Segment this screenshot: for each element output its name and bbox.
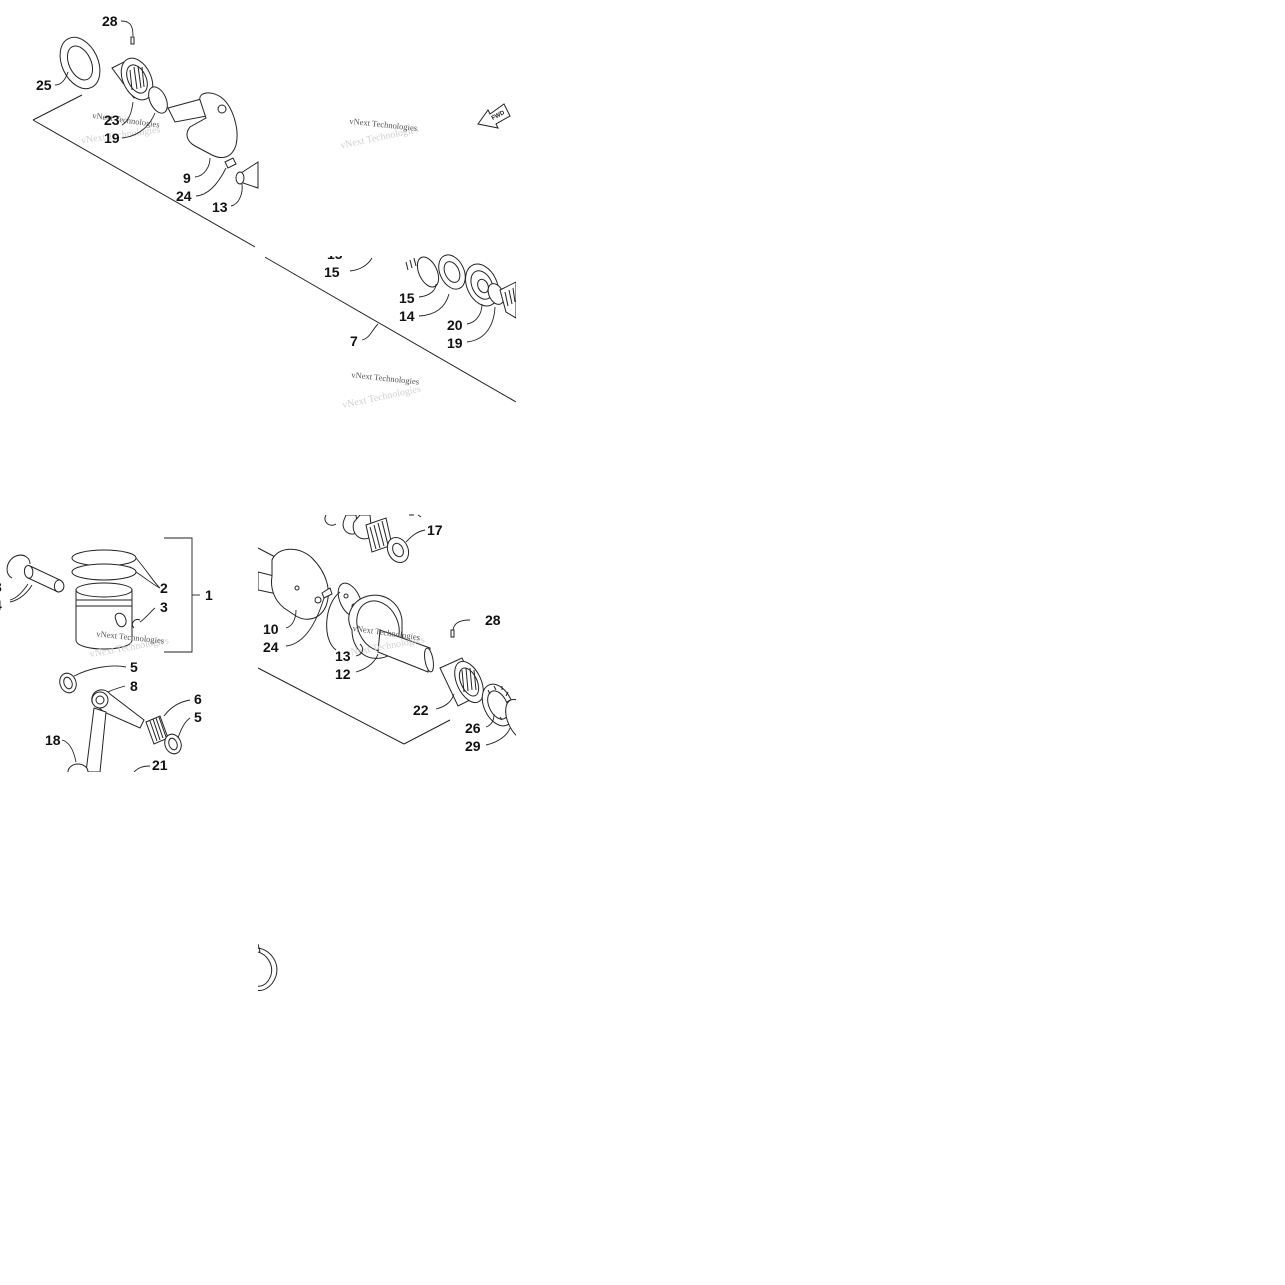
callout-20: 20 (447, 317, 463, 333)
crank-web-part (258, 548, 329, 620)
callout-10: 10 (263, 621, 279, 637)
callout-13: 13 (335, 648, 351, 664)
callout-2: 2 (160, 580, 168, 596)
watermark-text: vNext Technologies (351, 369, 420, 386)
oil-seal-part (59, 36, 101, 90)
callout-1: 1 (205, 587, 213, 603)
watermark-text: vNext Technologies (349, 116, 418, 133)
callout-18: 18 (45, 732, 61, 748)
callout-19: 19 (447, 335, 463, 351)
connecting-rod-part (85, 689, 145, 772)
callout-9: 9 (183, 170, 191, 186)
callout-8: 8 (130, 678, 138, 694)
bearing-part (439, 657, 484, 707)
callout-3: 3 (0, 579, 2, 595)
crank-half-part (167, 92, 238, 158)
callout-14: 14 (399, 308, 415, 324)
callout-17: 17 (427, 522, 443, 538)
callout-3: 3 (160, 599, 168, 615)
callout-4: 4 (0, 597, 2, 613)
piston-pin-part (23, 565, 65, 593)
bearing-stack-part (405, 254, 516, 319)
callout-5: 5 (194, 709, 202, 725)
panel-crankshaft-left: FWD vNext Technologies vNext Technologie… (32, 13, 516, 411)
callout-24: 24 (263, 639, 279, 655)
callout-7: 7 (350, 333, 358, 349)
callout-15: 15 (399, 290, 415, 306)
callout-23: 23 (104, 112, 120, 128)
callout-21: 21 (152, 757, 168, 773)
needle-bearing-part (365, 517, 393, 553)
pin-part (321, 587, 333, 599)
o-ring-part (326, 591, 341, 651)
snap-ring-part (258, 947, 278, 991)
watermark-text: vNext Technologies (92, 110, 161, 129)
piston-ring-part (71, 563, 137, 581)
bearing-part (111, 57, 154, 101)
callout-28: 28 (102, 13, 118, 29)
crankshaft-end-part (348, 594, 434, 673)
callout-5: 5 (130, 659, 138, 675)
callout-12: 12 (335, 666, 351, 682)
callout-29: 29 (465, 738, 481, 754)
circlip-part (131, 619, 141, 629)
panel-piston-rod: vNext Technologies vNext Technologies 3 … (0, 537, 202, 773)
piston-part (75, 582, 133, 650)
circlip-part (6, 554, 31, 579)
callout-cut: 17 (410, 503, 426, 519)
panel-ring-fragment (258, 943, 278, 991)
shaft-part (235, 161, 259, 189)
o-ring-part (148, 86, 168, 114)
callout-28: 28 (485, 612, 501, 628)
callout-22: 22 (413, 702, 429, 718)
forward-arrow-icon: FWD (477, 103, 511, 129)
callout-13: 13 (212, 199, 228, 215)
callout-19: 19 (104, 130, 120, 146)
callout-6: 6 (194, 691, 202, 707)
callout-25: 25 (36, 77, 52, 93)
callout-15: 15 (324, 264, 340, 280)
panel-crankshaft-right: vNext Technologies vNext Technologies 17… (258, 503, 516, 754)
svg-text:vNext Technologies: vNext Technologies (341, 384, 422, 411)
callout-26: 26 (465, 720, 481, 736)
callout-24: 24 (176, 188, 192, 204)
pin-part (224, 157, 237, 169)
